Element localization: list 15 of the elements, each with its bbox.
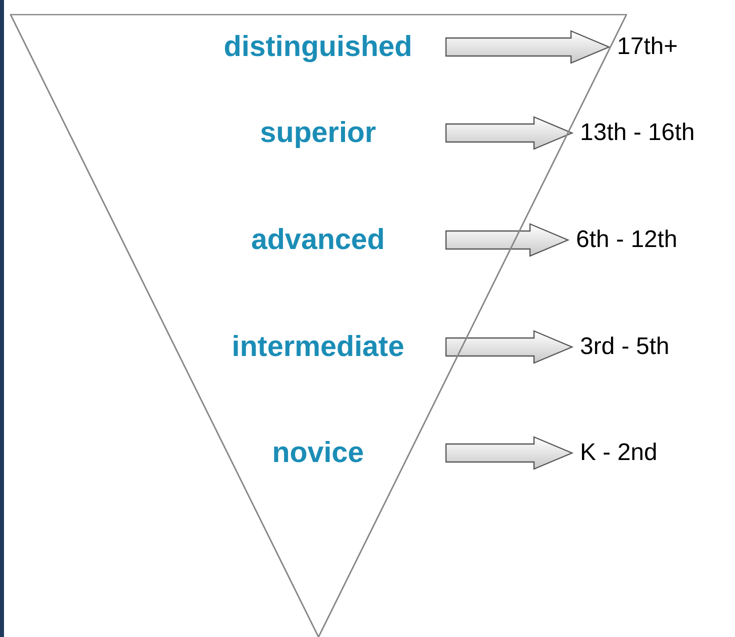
- grade-range-label: 3rd - 5th: [572, 329, 670, 365]
- block-arrow: [445, 330, 574, 364]
- block-arrow: [445, 436, 574, 470]
- level-label: novice: [190, 433, 446, 473]
- level-label: intermediate: [190, 327, 446, 367]
- level-label: superior: [190, 113, 446, 153]
- block-arrow: [445, 116, 574, 150]
- grade-range-label: 13th - 16th: [572, 115, 695, 151]
- block-arrow: [445, 223, 570, 257]
- grade-range-label: 6th - 12th: [568, 222, 678, 258]
- level-label: distinguished: [190, 27, 446, 67]
- block-arrow: [445, 30, 611, 64]
- level-label: advanced: [190, 220, 446, 260]
- grade-range-label: K - 2nd: [572, 435, 658, 471]
- grade-range-label: 17th+: [609, 29, 678, 65]
